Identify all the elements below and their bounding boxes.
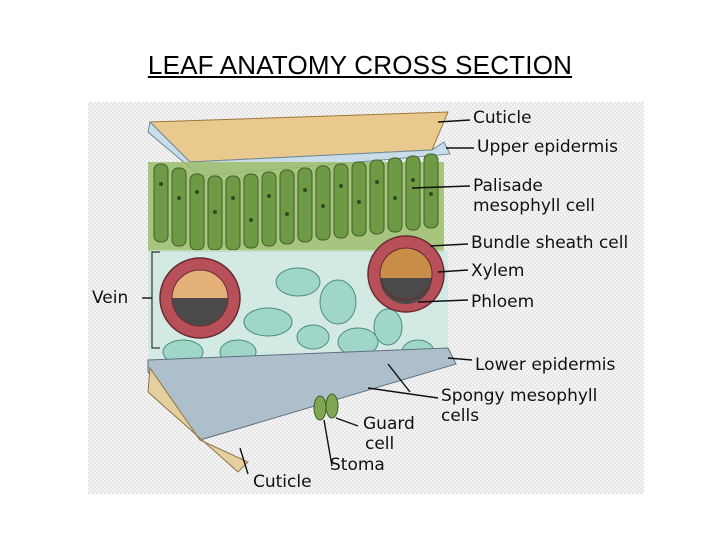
label-cuticle-top: Cuticle xyxy=(473,108,532,128)
label-phloem: Phloem xyxy=(471,292,535,312)
label-spongy-1: Spongy mesophyll xyxy=(441,386,598,406)
label-palisade-1: Palisade xyxy=(473,176,543,196)
page-title: LEAF ANATOMY CROSS SECTION xyxy=(147,50,573,80)
label-guard-1: Guard xyxy=(363,414,415,434)
label-xylem: Xylem xyxy=(471,261,525,281)
label-vein: Vein xyxy=(92,288,129,308)
leaf-illustration xyxy=(142,111,474,475)
label-stoma: Stoma xyxy=(330,455,385,475)
palisade-layer xyxy=(148,153,444,252)
leaf-cross-section-figure: Cuticle Upper epidermis Palisade mesophy… xyxy=(88,102,644,494)
label-lower-epidermis: Lower epidermis xyxy=(475,355,616,375)
label-bundle-sheath: Bundle sheath cell xyxy=(471,233,629,253)
vein-bracket xyxy=(151,251,160,349)
stoma xyxy=(313,393,339,421)
label-upper-epidermis: Upper epidermis xyxy=(477,137,618,157)
leader-lines xyxy=(142,119,474,475)
cuticle-bottom-surface xyxy=(147,366,249,473)
label-cuticle-bottom: Cuticle xyxy=(253,472,312,492)
label-guard-2: cell xyxy=(365,434,395,454)
label-spongy-2: cells xyxy=(441,406,480,426)
vein-bundle-right xyxy=(367,235,445,313)
label-palisade-2: mesophyll cell xyxy=(473,196,596,216)
vein-bundle-left xyxy=(159,257,241,339)
